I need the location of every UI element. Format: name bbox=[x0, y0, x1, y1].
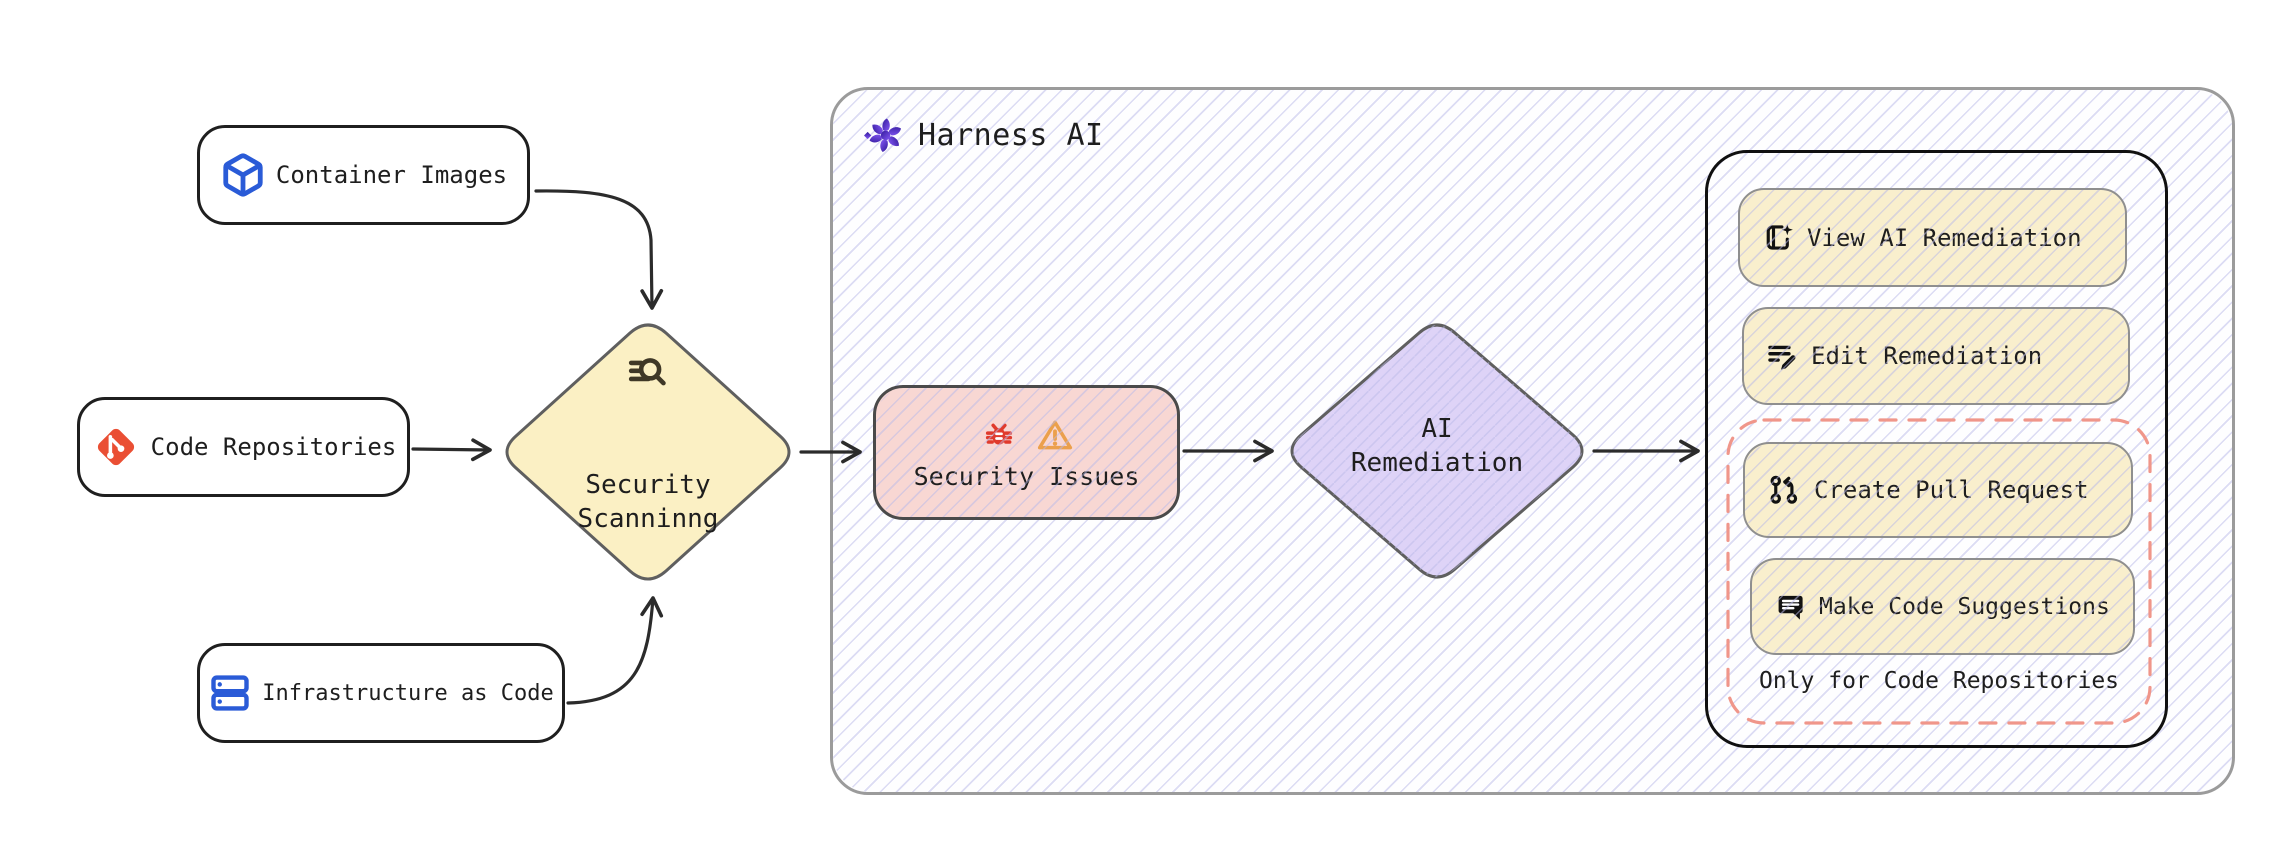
infrastructure-as-code-label: Infrastructure as Code bbox=[262, 680, 554, 706]
security-scanning-label: Security Scanninng bbox=[577, 470, 719, 534]
arrow-infrastructure-to-scanning bbox=[566, 596, 664, 705]
server-icon bbox=[211, 675, 249, 711]
code-repositories-node: Code Repositories bbox=[77, 397, 410, 497]
edit-list-icon bbox=[1768, 345, 1796, 370]
bug-icon bbox=[985, 423, 1012, 444]
harness-ai-logo bbox=[863, 118, 903, 153]
make-code-suggestions-button[interactable]: Make Code Suggestions bbox=[1750, 558, 2135, 655]
harness-ai-title: Harness AI bbox=[918, 117, 1104, 153]
view-ai-remediation-button[interactable]: View AI Remediation bbox=[1738, 188, 2127, 287]
search-list-icon bbox=[622, 350, 672, 404]
cube-icon bbox=[223, 153, 263, 197]
container-images-label: Container Images bbox=[275, 161, 508, 189]
code-repositories-label: Code Repositories bbox=[150, 433, 397, 461]
arrow-container-images-to-scanning bbox=[534, 189, 664, 310]
code-comment-icon bbox=[1778, 595, 1803, 620]
git-branch-icon bbox=[97, 428, 134, 466]
security-issues-icons bbox=[979, 415, 1075, 455]
book-sparkle-icon bbox=[1766, 223, 1793, 250]
security-issues-node: Security Issues bbox=[873, 385, 1180, 520]
arrow-code-repositories-to-scanning bbox=[411, 438, 492, 462]
warning-icon bbox=[1037, 420, 1072, 449]
ai-remediation-label: AI Remediation bbox=[1350, 414, 1524, 478]
container-images-node: Container Images bbox=[197, 125, 530, 225]
harness-ai-header: Harness AI bbox=[862, 112, 1104, 158]
security-issues-label: Security Issues bbox=[913, 461, 1140, 491]
edit-remediation-button[interactable]: Edit Remediation bbox=[1742, 307, 2130, 405]
pull-request-icon bbox=[1770, 475, 1798, 504]
remediation-actions-panel bbox=[1705, 150, 2168, 748]
create-pull-request-button[interactable]: Create Pull Request bbox=[1743, 442, 2133, 538]
only-for-code-repositories-note: Only for Code Repositories bbox=[1758, 668, 2120, 694]
infrastructure-as-code-node: Infrastructure as Code bbox=[197, 643, 565, 743]
